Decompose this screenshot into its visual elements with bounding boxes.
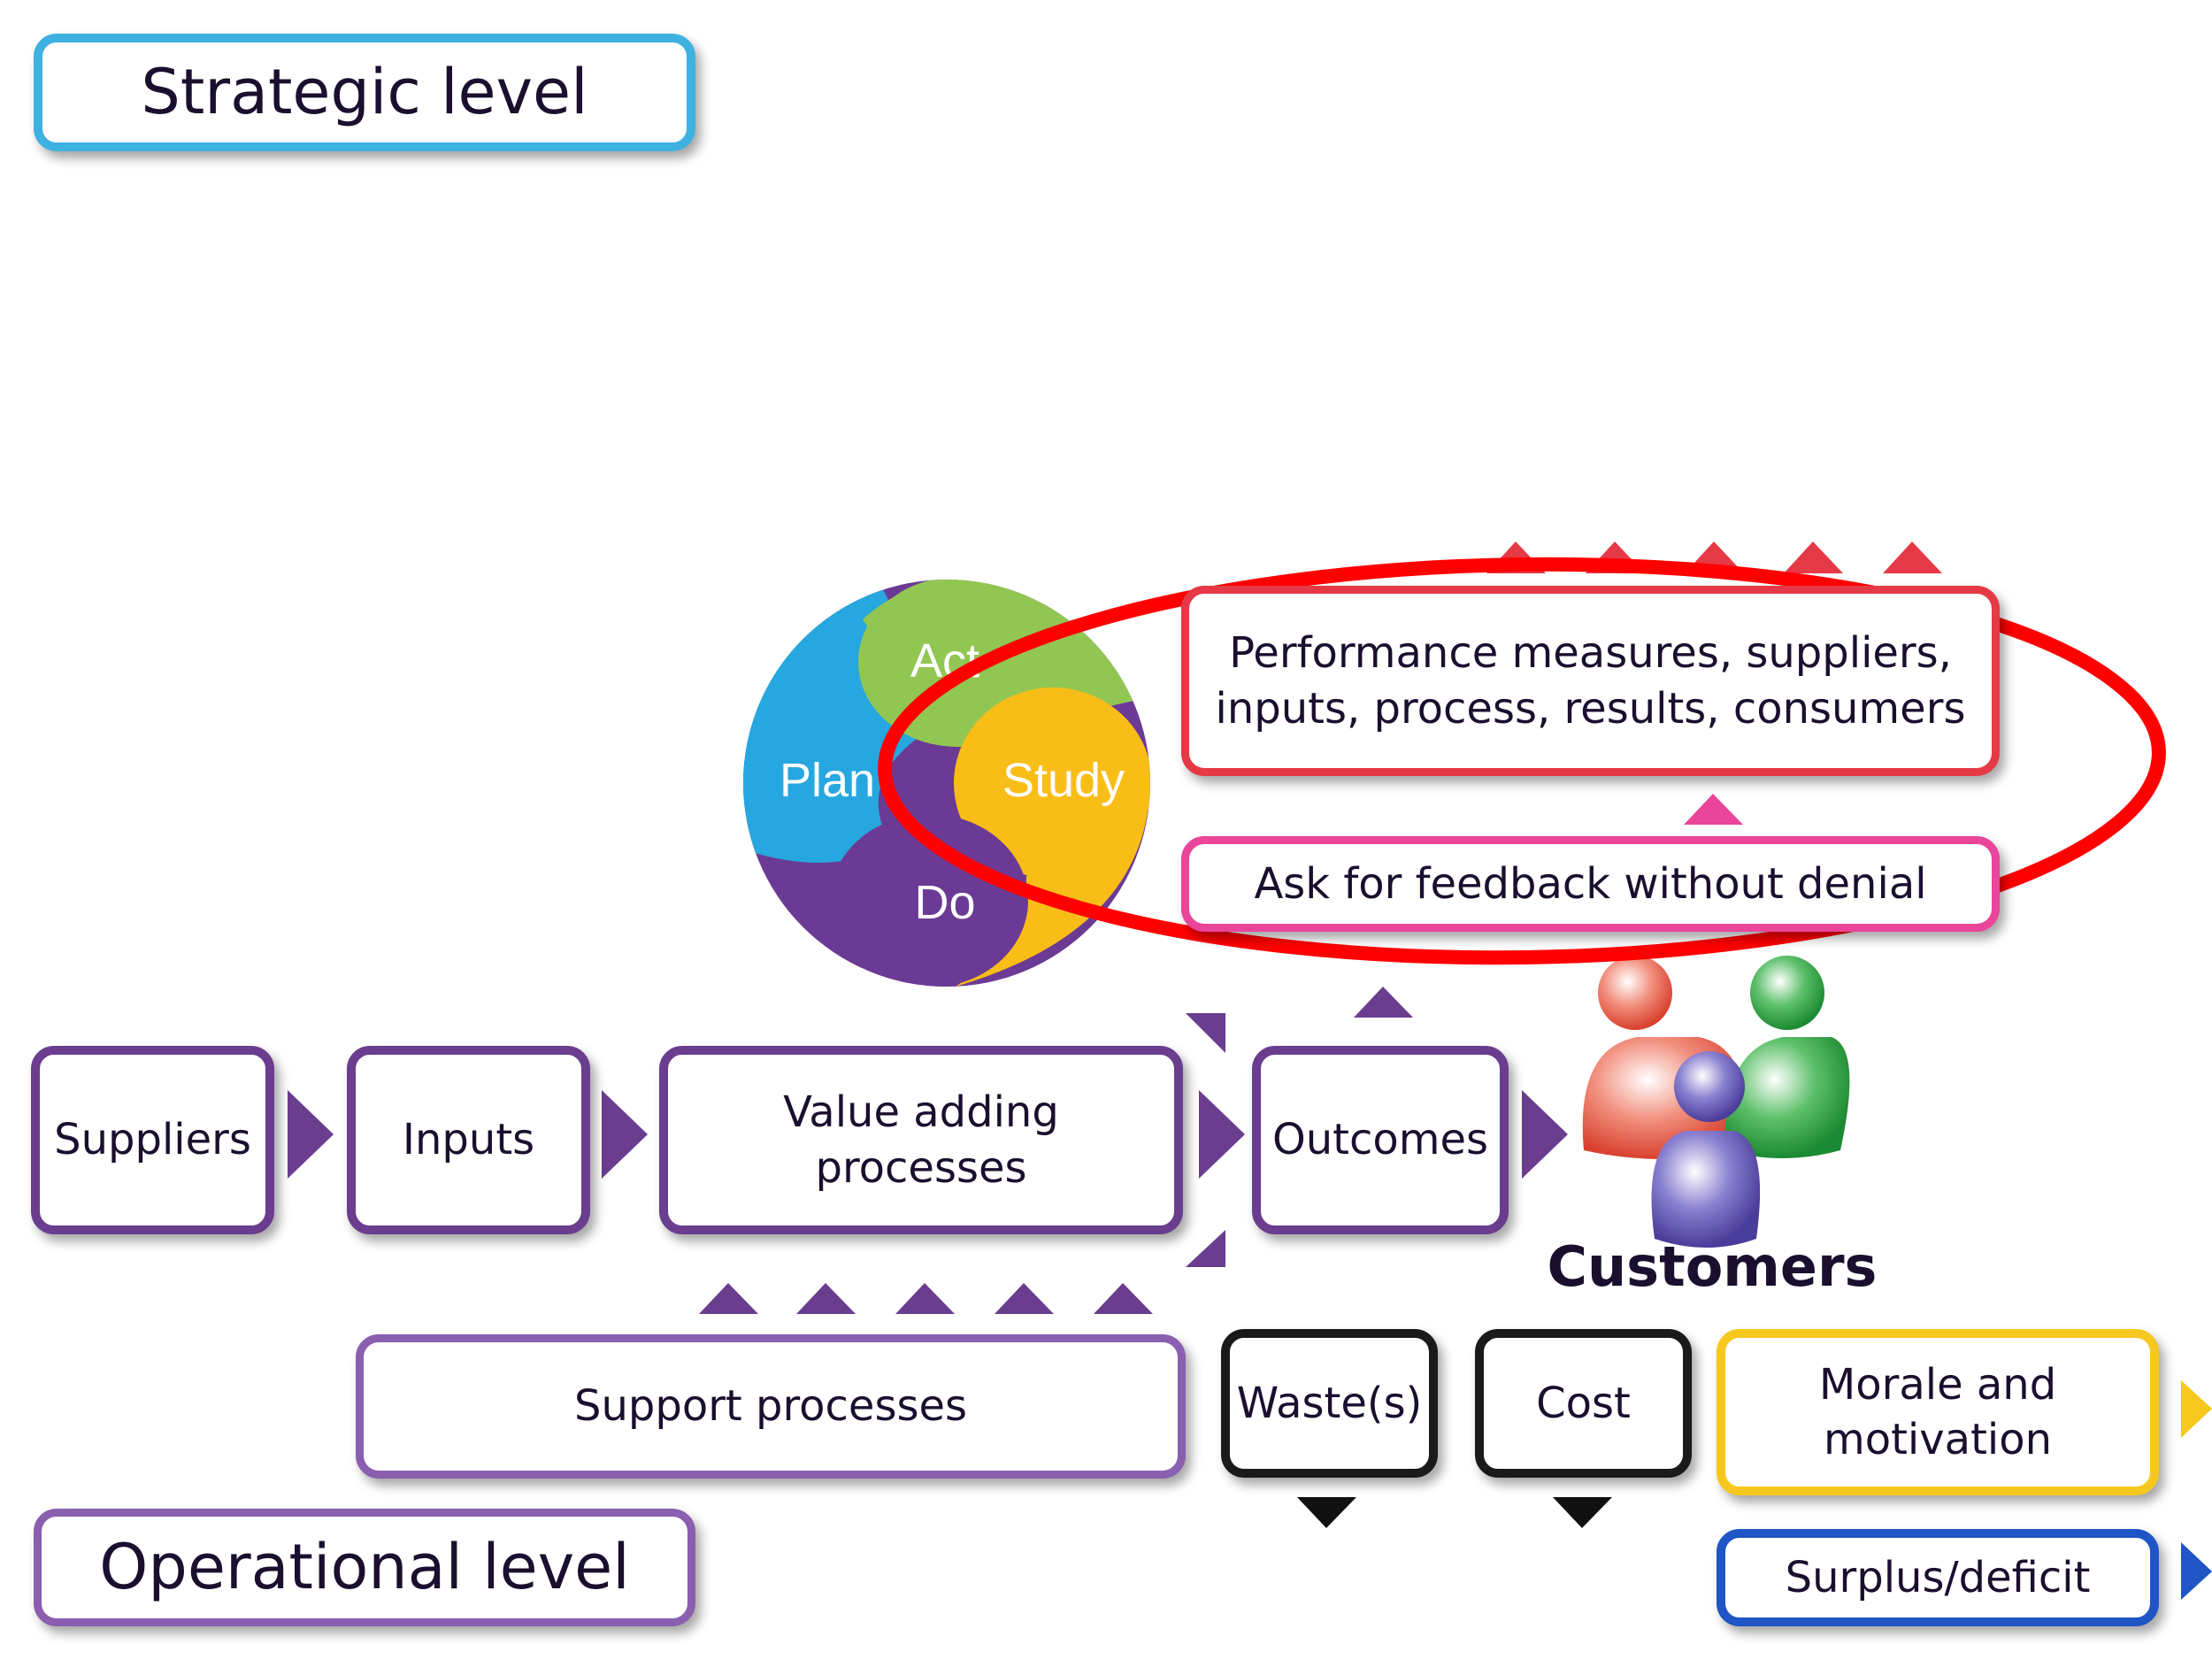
performance-line2: inputs, process, results, consumers bbox=[1215, 683, 1966, 734]
pdsa-study-label: Study bbox=[1002, 754, 1125, 807]
value-adding-line2: processes bbox=[815, 1142, 1027, 1193]
pdsa-study-segment bbox=[954, 688, 1150, 879]
arrow-suppliers-inputs bbox=[288, 1090, 334, 1179]
pdsa-do-label: Do bbox=[914, 876, 975, 929]
outcomes-box: Outcomes bbox=[1252, 1046, 1509, 1234]
support-arrow-3 bbox=[895, 1283, 955, 1314]
arrow-inputs-value bbox=[602, 1090, 648, 1179]
arrow-outcomes-customers bbox=[1522, 1090, 1568, 1179]
support-processes-text: Support processes bbox=[574, 1381, 967, 1432]
outcomes-up-arrow bbox=[1354, 987, 1413, 1018]
waste-down-arrow bbox=[1297, 1497, 1356, 1528]
feedback-up-arrow bbox=[1684, 794, 1743, 825]
support-arrow-2 bbox=[796, 1283, 856, 1314]
cost-text: Cost bbox=[1536, 1378, 1631, 1428]
support-arrow-4 bbox=[995, 1283, 1054, 1314]
morale-line2: motivation bbox=[1823, 1415, 2053, 1464]
morale-motivation-box: Morale and motivation bbox=[1717, 1329, 2159, 1495]
suppliers-text: Suppliers bbox=[54, 1115, 251, 1165]
morale-right-arrow bbox=[2181, 1380, 2212, 1438]
surplus-deficit-box: Surplus/deficit bbox=[1717, 1529, 2159, 1626]
operational-level-label: Operational level bbox=[34, 1509, 695, 1626]
outcomes-text: Outcomes bbox=[1271, 1115, 1489, 1165]
inputs-box: Inputs bbox=[347, 1046, 590, 1234]
inputs-text: Inputs bbox=[402, 1115, 535, 1165]
cost-down-arrow bbox=[1553, 1497, 1612, 1528]
perf-arrow-5 bbox=[1883, 542, 1942, 573]
strategic-level-label: Strategic level bbox=[34, 34, 695, 151]
cost-box: Cost bbox=[1475, 1329, 1692, 1478]
wedge-top-icon bbox=[1186, 1013, 1225, 1053]
support-arrow-1 bbox=[699, 1283, 758, 1314]
waste-text: Waste(s) bbox=[1236, 1378, 1423, 1428]
highlight-ellipse bbox=[878, 557, 2166, 965]
support-arrow-5 bbox=[1094, 1283, 1153, 1314]
surplus-deficit-text: Surplus/deficit bbox=[1785, 1552, 2091, 1602]
pdsa-study-lower bbox=[956, 779, 1150, 987]
pdsa-do-segment bbox=[830, 814, 1028, 987]
customers-people-icon bbox=[1582, 956, 1850, 1248]
arrow-value-outcomes bbox=[1199, 1090, 1245, 1179]
ask-feedback-box: Ask for feedback without denial bbox=[1181, 836, 2000, 932]
customers-label: Customers bbox=[1547, 1234, 1878, 1299]
wedge-bottom-icon bbox=[1186, 1230, 1225, 1267]
surplus-right-arrow bbox=[2181, 1542, 2212, 1600]
pdsa-cycle: Act Plan Study Do bbox=[743, 580, 1150, 987]
operational-level-text: Operational level bbox=[99, 1531, 630, 1603]
support-processes-box: Support processes bbox=[356, 1334, 1186, 1479]
value-adding-line1: Value adding bbox=[783, 1087, 1059, 1138]
performance-measures-box: Performance measures, suppliers, inputs,… bbox=[1181, 586, 2000, 776]
waste-box: Waste(s) bbox=[1221, 1329, 1438, 1478]
pdsa-plan-label: Plan bbox=[780, 754, 875, 807]
morale-line1: Morale and bbox=[1818, 1359, 2057, 1410]
perf-arrow-4 bbox=[1784, 542, 1843, 573]
ask-feedback-text: Ask for feedback without denial bbox=[1254, 858, 1927, 909]
performance-line1: Performance measures, suppliers, bbox=[1229, 628, 1952, 679]
strategic-level-text: Strategic level bbox=[141, 56, 588, 128]
value-adding-processes-box: Value adding processes bbox=[659, 1046, 1183, 1234]
suppliers-box: Suppliers bbox=[31, 1046, 274, 1234]
